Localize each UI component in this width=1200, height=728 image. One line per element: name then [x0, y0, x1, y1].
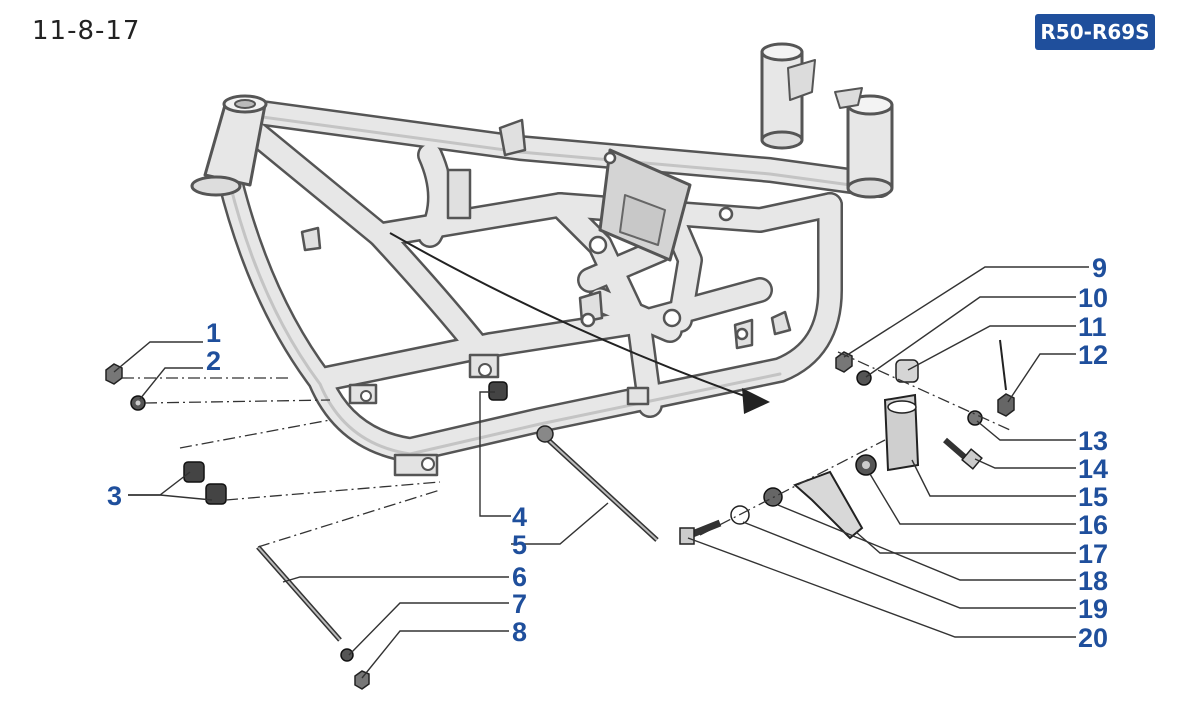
frame-lug	[770, 310, 792, 336]
callout-20: 20	[1078, 623, 1108, 653]
frame-lug	[498, 118, 527, 157]
callout-1: 1	[206, 318, 221, 348]
removal-direction-arrow	[389, 232, 770, 414]
callout-12: 12	[1078, 340, 1108, 370]
model-badge: R50-R69S	[1035, 14, 1155, 50]
frame-lug	[300, 226, 322, 252]
callout-16: 16	[1078, 510, 1108, 540]
part-rubber-bushes	[183, 461, 227, 505]
mounting-eye	[588, 235, 608, 255]
callout-7: 7	[512, 589, 527, 619]
part-bolt	[943, 437, 983, 470]
mounting-eye	[603, 151, 617, 165]
part-washer	[340, 648, 354, 662]
part-bush	[488, 381, 508, 401]
part-hex-bolt	[679, 519, 722, 545]
lower-mount-lug	[626, 386, 650, 406]
callout-6: 6	[512, 562, 527, 592]
callout-2: 2	[206, 346, 221, 376]
callout-4: 4	[512, 502, 527, 532]
callout-9: 9	[1092, 253, 1107, 283]
callout-3: 3	[107, 481, 122, 511]
callout-19: 19	[1078, 594, 1108, 624]
callout-17: 17	[1078, 539, 1108, 569]
callout-15: 15	[1078, 482, 1108, 512]
callout-8: 8	[512, 617, 527, 647]
callout-18: 18	[1078, 566, 1108, 596]
rear-suspension-tower-right	[834, 87, 894, 199]
diagram-reference-number: 11-8-17	[32, 16, 141, 46]
part-clamp	[883, 393, 920, 472]
part-stud	[256, 545, 342, 642]
part-nut-with-split-pin	[997, 339, 1015, 417]
frame-bracket	[446, 168, 472, 220]
part-long-bolt	[536, 425, 659, 542]
part-washer	[856, 370, 872, 386]
motorcycle-frame	[190, 42, 894, 477]
callout-numbers: 1 2 3 4 5 6 7 8 9 10 11 12 13 14 15 16 1…	[107, 253, 1108, 653]
mounting-eye	[580, 312, 596, 328]
hardware-parts	[105, 339, 1015, 690]
callout-leaders	[113, 266, 1089, 679]
callout-13: 13	[1078, 426, 1108, 456]
part-nut	[354, 670, 370, 690]
part-bracket	[793, 470, 864, 540]
callout-14: 14	[1078, 454, 1108, 484]
mounting-eye	[735, 327, 749, 341]
assembly-center-lines	[122, 351, 1011, 548]
mounting-eye	[662, 308, 682, 328]
callout-10: 10	[1078, 283, 1108, 313]
steering-head	[190, 94, 268, 197]
callout-11: 11	[1078, 312, 1107, 342]
rear-suspension-tower-left	[760, 42, 816, 150]
callout-5: 5	[512, 530, 527, 560]
part-spacer-sleeve	[895, 359, 919, 383]
mounting-eye	[718, 206, 734, 222]
